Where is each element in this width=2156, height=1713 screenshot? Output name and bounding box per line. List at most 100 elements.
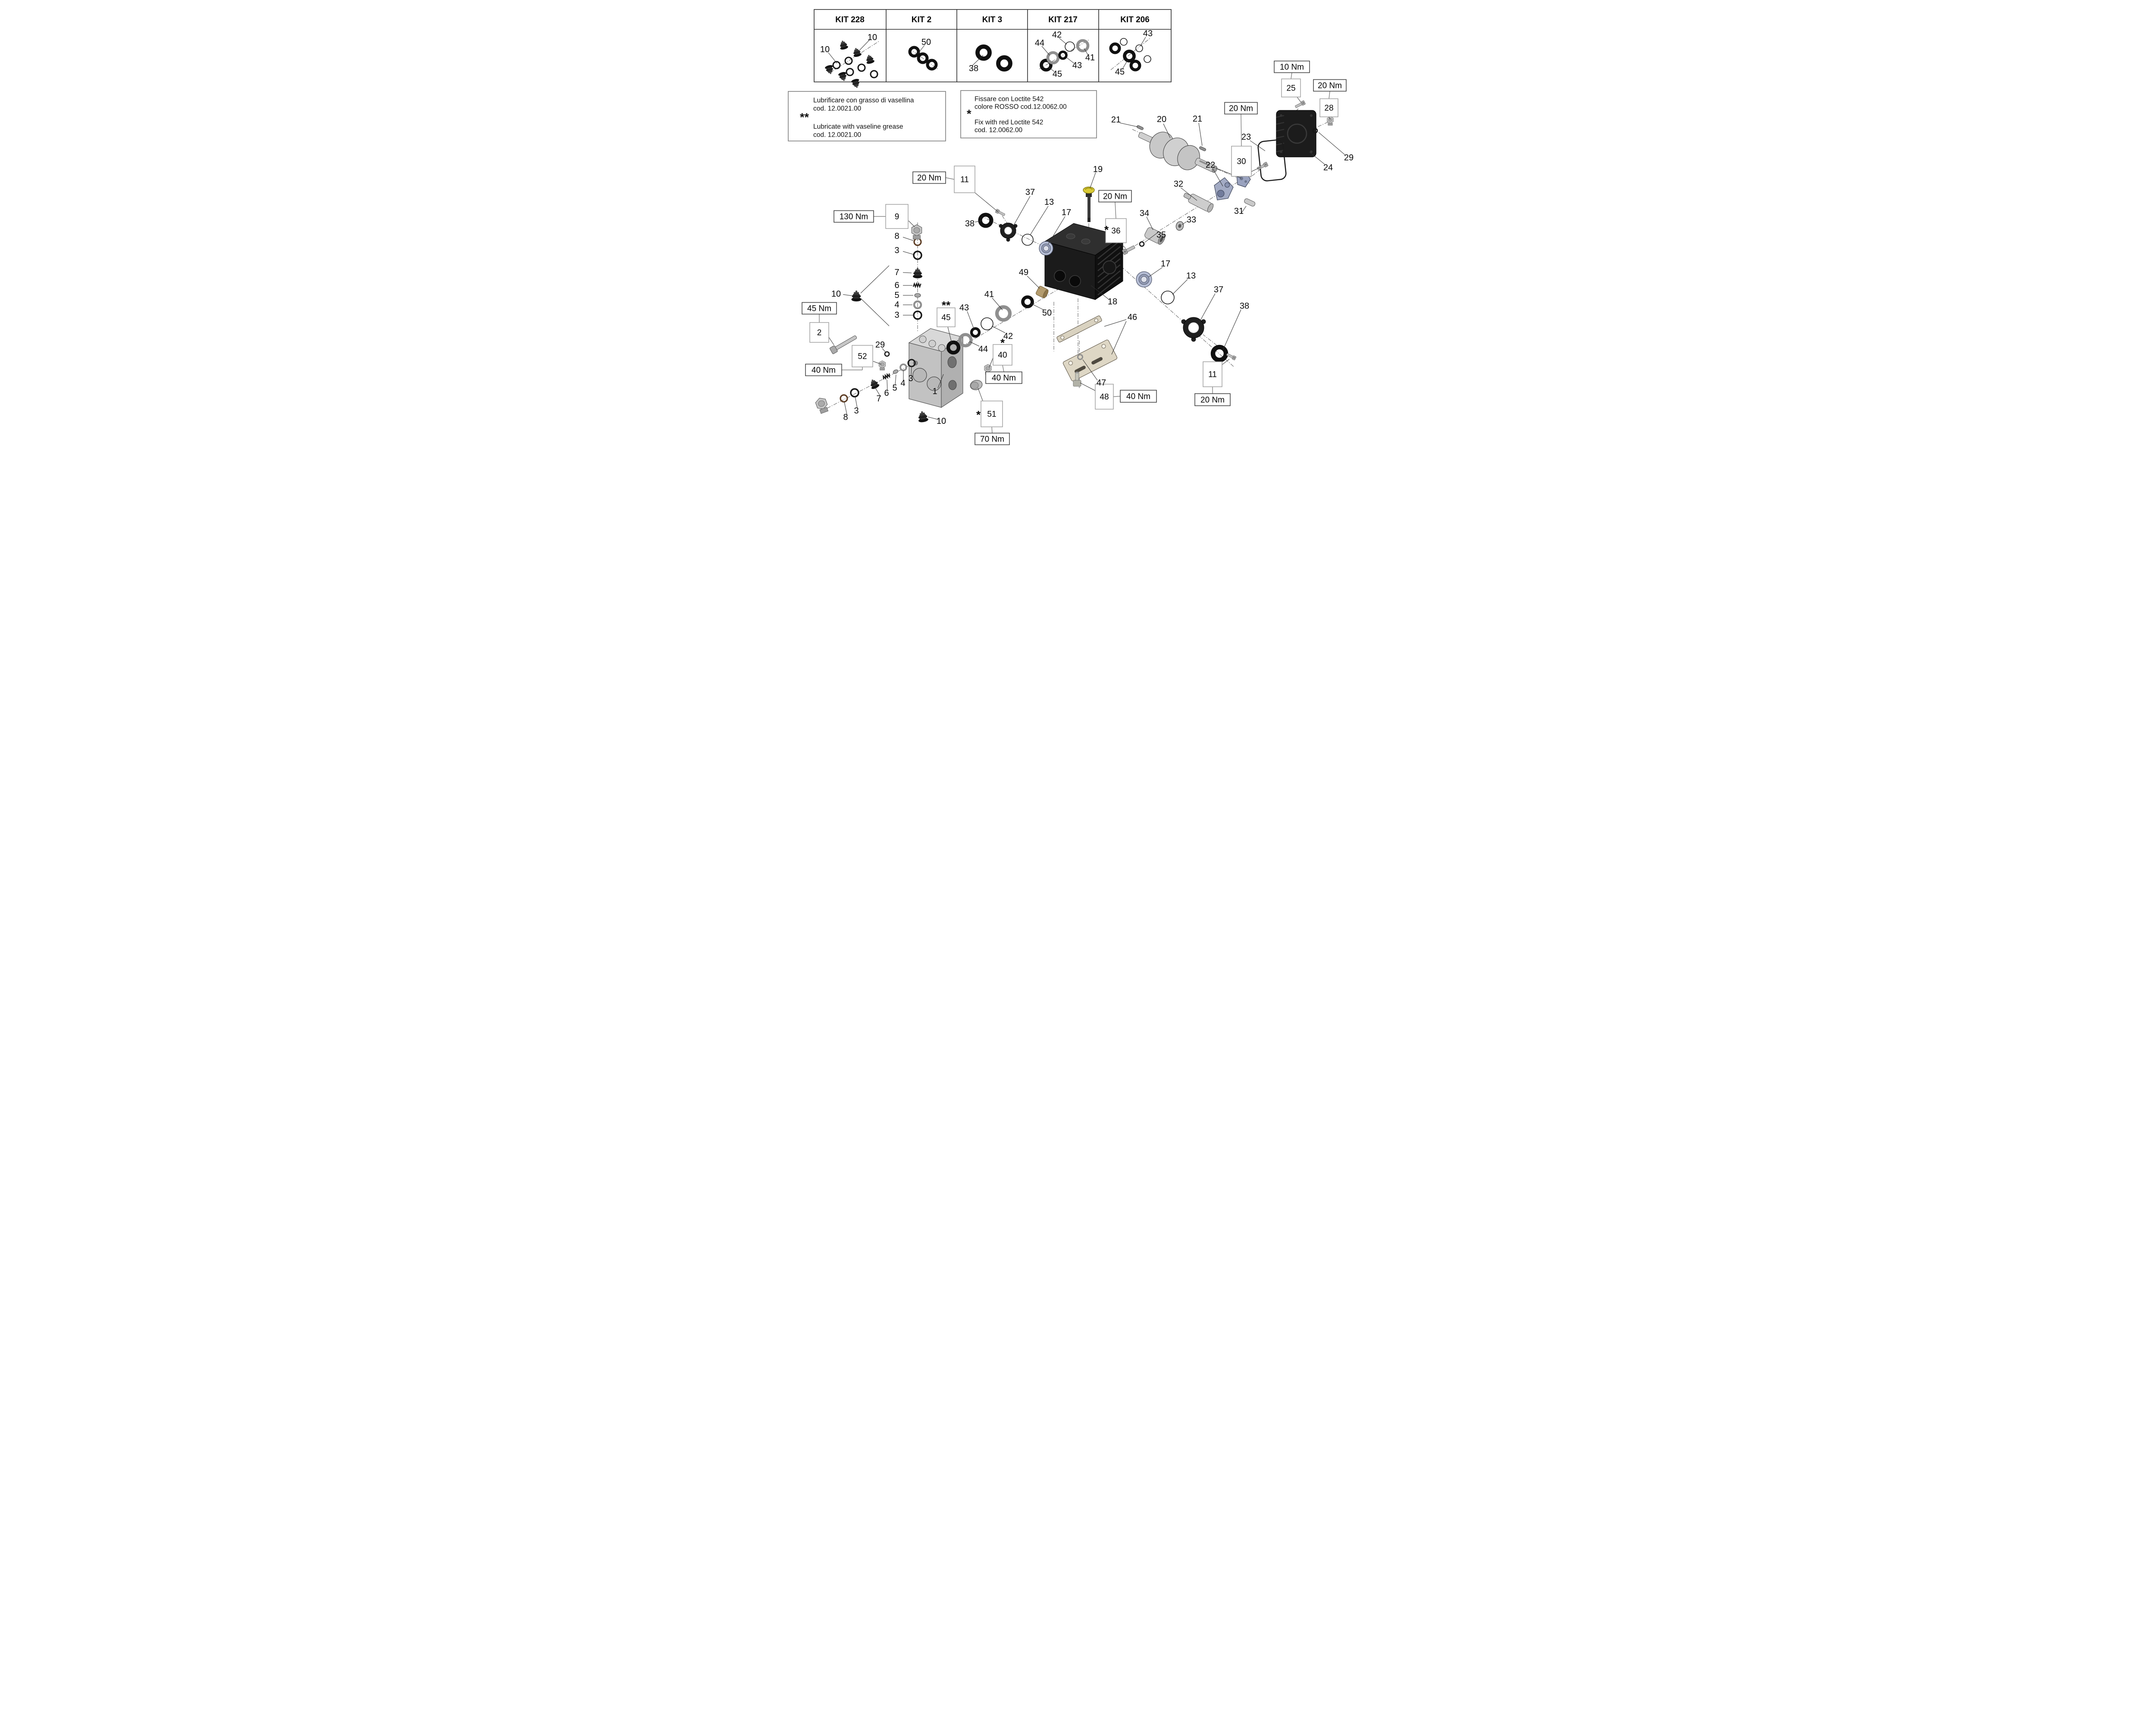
part-callout-8: 8 (843, 413, 848, 422)
box-connector (945, 177, 954, 180)
box-connector (1002, 365, 1004, 372)
box-label: 45 (941, 313, 950, 323)
box-label: 30 (1237, 157, 1246, 166)
part-box-40: 40 (992, 344, 1012, 366)
box-label: 20 Nm (917, 174, 941, 183)
box-label: 11 (1208, 370, 1217, 379)
leader-line (947, 326, 952, 343)
part-callout-35: 35 (1156, 230, 1166, 240)
ring-part-glyph (970, 327, 981, 338)
box-label: 9 (894, 213, 899, 222)
part-callout-44: 44 (978, 344, 987, 354)
leader-line (972, 55, 983, 66)
ring-parts-layer (832, 38, 1318, 403)
part-callout-3: 3 (894, 246, 899, 255)
part-callout-38: 38 (1239, 301, 1249, 311)
leader-line (992, 298, 1003, 310)
box-label: 20 Nm (1318, 81, 1342, 91)
note-lubricate: ** Lubrificare con grasso di vasellina c… (787, 91, 946, 141)
piston-washer-glyph (1175, 221, 1184, 231)
part-box-9: 9 (885, 204, 909, 229)
leader-line (882, 348, 886, 353)
part-callout-46: 46 (1127, 313, 1137, 322)
leader-line (1013, 196, 1030, 226)
leader-line (1140, 37, 1146, 46)
leader-line (1111, 321, 1126, 355)
valve-glyph (868, 377, 880, 390)
leader-line (1318, 132, 1345, 155)
ring-part-glyph (926, 59, 937, 71)
box-label: 20 Nm (1229, 104, 1253, 113)
ring-part-glyph (975, 44, 992, 61)
spring-glyph (881, 373, 891, 380)
leader-line (1059, 38, 1067, 45)
ring-part-glyph (1160, 291, 1175, 304)
screw-glyph (1256, 162, 1269, 171)
hexplug-glyph (814, 396, 830, 414)
part-callout-49: 49 (1018, 268, 1028, 277)
leader-line (911, 366, 912, 376)
valve-glyph (851, 47, 862, 58)
part-callout-38: 38 (965, 219, 974, 229)
leader-line (860, 298, 889, 326)
leader-line (874, 387, 880, 396)
note-lubricate-it2: cod. 12.0021.00 (813, 105, 862, 113)
centerline (1110, 38, 1150, 70)
leader-line (937, 374, 943, 388)
asterisk-marker: ** (941, 299, 950, 312)
note-loctite-en1: Fix with red Loctite 542 (975, 119, 1043, 126)
part-callout-29: 29 (875, 340, 884, 350)
box-label: 28 (1324, 104, 1333, 113)
leader-line (828, 337, 834, 345)
diagram-page: KIT 228 KIT 2 KIT 3 KIT 217 KIT 206 ** L… (745, 0, 1411, 471)
leader-line (858, 40, 869, 52)
leader-line (844, 401, 847, 415)
ring-part-glyph (1139, 241, 1144, 247)
box-label: 45 Nm (807, 304, 831, 313)
note-lubricate-symbol: ** (800, 111, 809, 124)
ring-part-glyph (1077, 354, 1083, 360)
box-label: 52 (858, 352, 867, 361)
ring-part-glyph (980, 317, 993, 330)
part-callout-43: 43 (1143, 29, 1152, 38)
torque-box-10-nm: 10 Nm (1273, 60, 1310, 73)
kit-228-header: KIT 228 (835, 16, 865, 25)
leader-line (1148, 267, 1163, 277)
asterisk-marker: * (976, 408, 981, 421)
part-callout-3: 3 (908, 374, 913, 383)
screw-glyph (1121, 244, 1136, 255)
box-label: 40 Nm (812, 366, 836, 375)
ring-part-glyph (849, 388, 859, 398)
leader-line (1082, 359, 1097, 381)
crankcase-glyph (1044, 223, 1123, 300)
ring-part-glyph (978, 213, 993, 228)
leader-line (895, 374, 896, 385)
leader-line (903, 237, 913, 241)
part-box-45: 45 (936, 307, 956, 327)
part-callout-43: 43 (1072, 61, 1081, 70)
part-callout-3: 3 (854, 406, 859, 416)
part-callout-45: 45 (1052, 69, 1062, 79)
part-callout-10: 10 (820, 45, 829, 54)
ring-part-glyph (1058, 50, 1068, 60)
ring-part-glyph (1046, 51, 1059, 65)
ring-part-glyph (1021, 234, 1034, 246)
leader-line (1048, 216, 1065, 244)
ring-part-glyph (844, 56, 853, 65)
kits-table-border (813, 9, 1172, 82)
leader-line (1163, 123, 1170, 138)
note-loctite-symbol: * (967, 107, 971, 120)
part-box-28: 28 (1319, 98, 1338, 117)
valve-disc-glyph (893, 370, 898, 374)
part-callout-7: 7 (894, 268, 899, 277)
bearing-glyph (1135, 271, 1152, 288)
oil-dipstick-glyph (1082, 186, 1095, 222)
part-callout-38: 38 (968, 64, 978, 73)
kit-3-header: KIT 3 (982, 16, 1002, 25)
note-loctite-it2: colore ROSSO cod.12.0062.00 (975, 103, 1067, 111)
leader-line (1199, 293, 1215, 323)
part-box-48: 48 (1094, 384, 1114, 410)
box-connector (1114, 202, 1116, 219)
